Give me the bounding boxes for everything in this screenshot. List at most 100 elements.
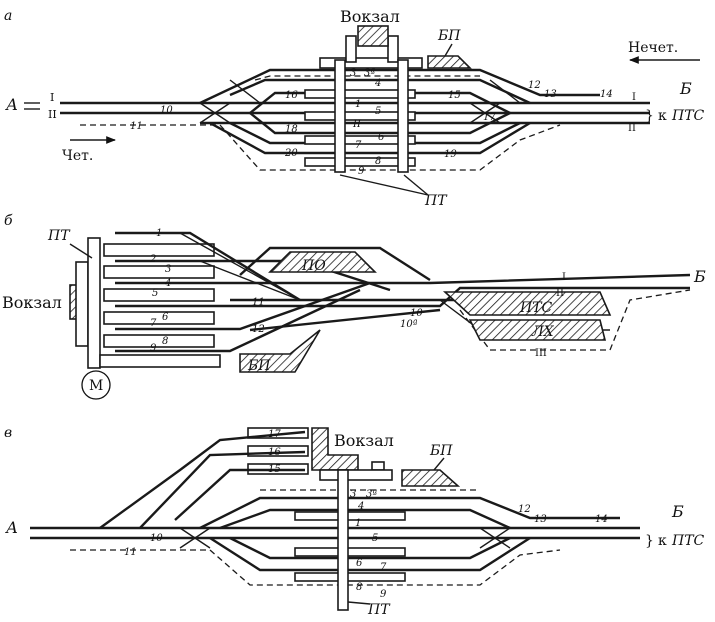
platform-4-a	[304, 157, 416, 167]
svg-text:1: 1	[355, 99, 361, 110]
pt-label-v: ПТ	[367, 602, 391, 618]
svg-text:3ª: 3ª	[364, 68, 375, 79]
svg-text:III: III	[535, 348, 547, 359]
svg-text:14: 14	[595, 514, 608, 525]
svg-text:15: 15	[268, 464, 281, 475]
svg-text:10ª: 10ª	[400, 319, 418, 330]
svg-text:к: к	[658, 108, 667, 124]
station-building-v	[311, 427, 359, 471]
bp-label-b: БП	[247, 358, 271, 374]
svg-text:2: 2	[149, 254, 156, 265]
svg-text:6: 6	[378, 132, 385, 143]
svg-text:9: 9	[150, 343, 157, 354]
svg-text:10: 10	[160, 105, 173, 116]
station-side-b	[75, 261, 89, 347]
platform-6-b	[99, 354, 221, 368]
svg-text:5: 5	[375, 106, 381, 117]
pts-label-v: ПТС	[671, 533, 705, 549]
svg-text:14: 14	[600, 89, 613, 100]
svg-text:17: 17	[268, 429, 281, 440]
svg-text:9: 9	[358, 166, 365, 177]
pt-tunnel-right-a	[397, 59, 409, 173]
platform-3-b	[103, 288, 215, 302]
metro-icon	[81, 370, 111, 400]
panel-b: б Вокзал ПТ ПО ПТС ЛХ	[2, 213, 706, 400]
panel-a-letter: а	[4, 8, 12, 24]
svg-text:М: М	[89, 378, 103, 394]
station-label-a: Вокзал	[340, 7, 400, 26]
svg-text:}: }	[645, 533, 654, 549]
svg-text:}: }	[645, 108, 654, 124]
end-a-label: А	[5, 95, 18, 114]
bp-area-b	[239, 329, 321, 373]
svg-text:II: II	[556, 288, 564, 299]
panel-v-letter: в	[4, 425, 12, 441]
svg-text:19: 19	[444, 149, 457, 160]
pts-area-b	[442, 291, 612, 316]
station-building-a	[357, 25, 389, 47]
pt-label-b: ПТ	[47, 228, 71, 244]
po-label: ПО	[301, 258, 326, 274]
platform-2-b	[103, 265, 215, 279]
platform-1-a	[304, 89, 416, 99]
station-label-b: Вокзал	[2, 293, 62, 312]
end-b-label-b: Б	[693, 267, 706, 286]
svg-text:7: 7	[150, 318, 157, 329]
svg-text:16: 16	[285, 90, 298, 101]
svg-text:6: 6	[356, 558, 363, 569]
panel-a: а Вокзал БП Нечет. А I II	[4, 7, 705, 209]
svg-text:11: 11	[252, 297, 265, 308]
station-tower-right-a	[387, 35, 399, 63]
svg-text:5: 5	[152, 288, 158, 299]
svg-text:3: 3	[350, 489, 356, 500]
svg-text:3ª: 3ª	[366, 489, 377, 500]
panel-b-letter: б	[4, 213, 13, 229]
end-b-label-v: Б	[671, 502, 684, 521]
bp-label-v: БП	[429, 443, 453, 459]
svg-text:10: 10	[410, 308, 423, 319]
svg-text:18: 18	[285, 124, 298, 135]
svg-text:к: к	[658, 533, 667, 549]
station-platform-a	[319, 57, 423, 69]
station-label-v: Вокзал	[334, 431, 394, 450]
svg-text:3: 3	[350, 68, 356, 79]
svg-text:1: 1	[156, 228, 162, 239]
svg-text:10: 10	[150, 533, 163, 544]
svg-text:II: II	[352, 119, 362, 130]
svg-text:12: 12	[252, 324, 265, 335]
bp-block-v	[401, 469, 461, 487]
po-area	[268, 251, 377, 273]
svg-text:I: I	[562, 272, 566, 283]
svg-text:8: 8	[162, 336, 168, 347]
platform-5-b	[103, 334, 215, 348]
pts-label-a: ПТС	[671, 108, 705, 124]
svg-text:17: 17	[483, 112, 496, 123]
platform-1-b	[103, 243, 215, 257]
odd-direction-label: Нечет.	[628, 40, 678, 56]
svg-text:12: 12	[518, 504, 531, 515]
svg-text:15: 15	[448, 90, 461, 101]
main-i-left: I	[50, 91, 54, 104]
lh-label: ЛХ	[531, 324, 555, 340]
pts-label-b: ПТС	[519, 300, 553, 316]
even-direction-label: Чет.	[62, 148, 93, 164]
platform-3-a	[304, 135, 416, 145]
svg-text:4: 4	[357, 501, 364, 512]
svg-text:5: 5	[372, 533, 378, 544]
end-b-label-a: Б	[679, 79, 692, 98]
station-tower-left-a	[345, 35, 357, 63]
svg-text:9: 9	[380, 589, 387, 600]
svg-text:13: 13	[534, 514, 547, 525]
platform-2-a	[304, 111, 416, 121]
svg-text:I: I	[632, 92, 636, 103]
main-ii-left: II	[48, 108, 57, 121]
concourse-b	[87, 237, 101, 369]
svg-text:3: 3	[165, 264, 171, 275]
bp-label-a: БП	[437, 28, 461, 44]
svg-text:11: 11	[124, 547, 137, 558]
svg-text:16: 16	[268, 447, 281, 458]
svg-text:8: 8	[356, 582, 362, 593]
svg-text:7: 7	[355, 140, 362, 151]
svg-text:II: II	[628, 123, 636, 134]
